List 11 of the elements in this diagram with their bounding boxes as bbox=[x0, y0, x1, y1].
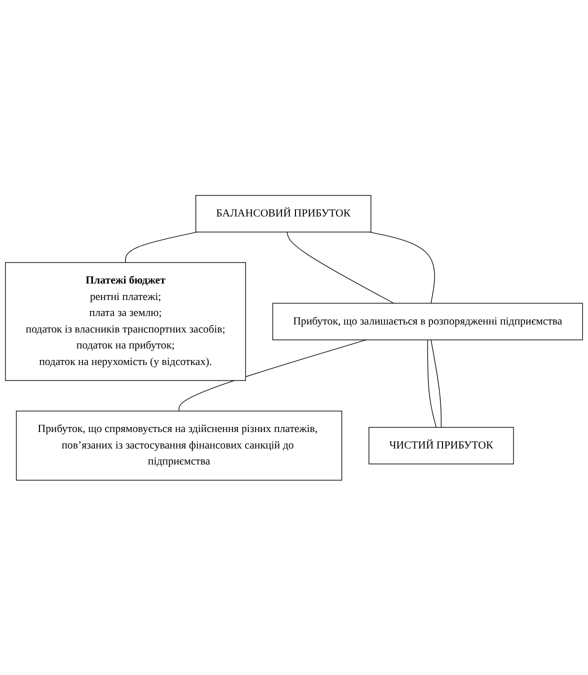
connector bbox=[427, 339, 437, 428]
connector bbox=[178, 339, 367, 412]
node-box: Прибуток, що спрямовується на здійснення різних платежів, пов’язаних із застосування фінансових санкцій до підприємства bbox=[16, 410, 342, 480]
connector bbox=[369, 231, 435, 304]
node-box: Платежі бюджет рентні платежі; плата за землю; податок із власників транспортних засобів; податок на прибуток; податок на нерухомість (у відсотках). bbox=[5, 262, 246, 381]
connector bbox=[125, 231, 198, 263]
connector bbox=[286, 231, 394, 304]
connector bbox=[430, 339, 442, 428]
node-box: Прибуток, що залишається в розпорядженні підприємства bbox=[272, 302, 583, 340]
node-box: ЧИСТИЙ ПРИБУТОК bbox=[368, 426, 514, 464]
node-box: БАЛАНСОВИЙ ПРИБУТОК bbox=[195, 194, 372, 232]
